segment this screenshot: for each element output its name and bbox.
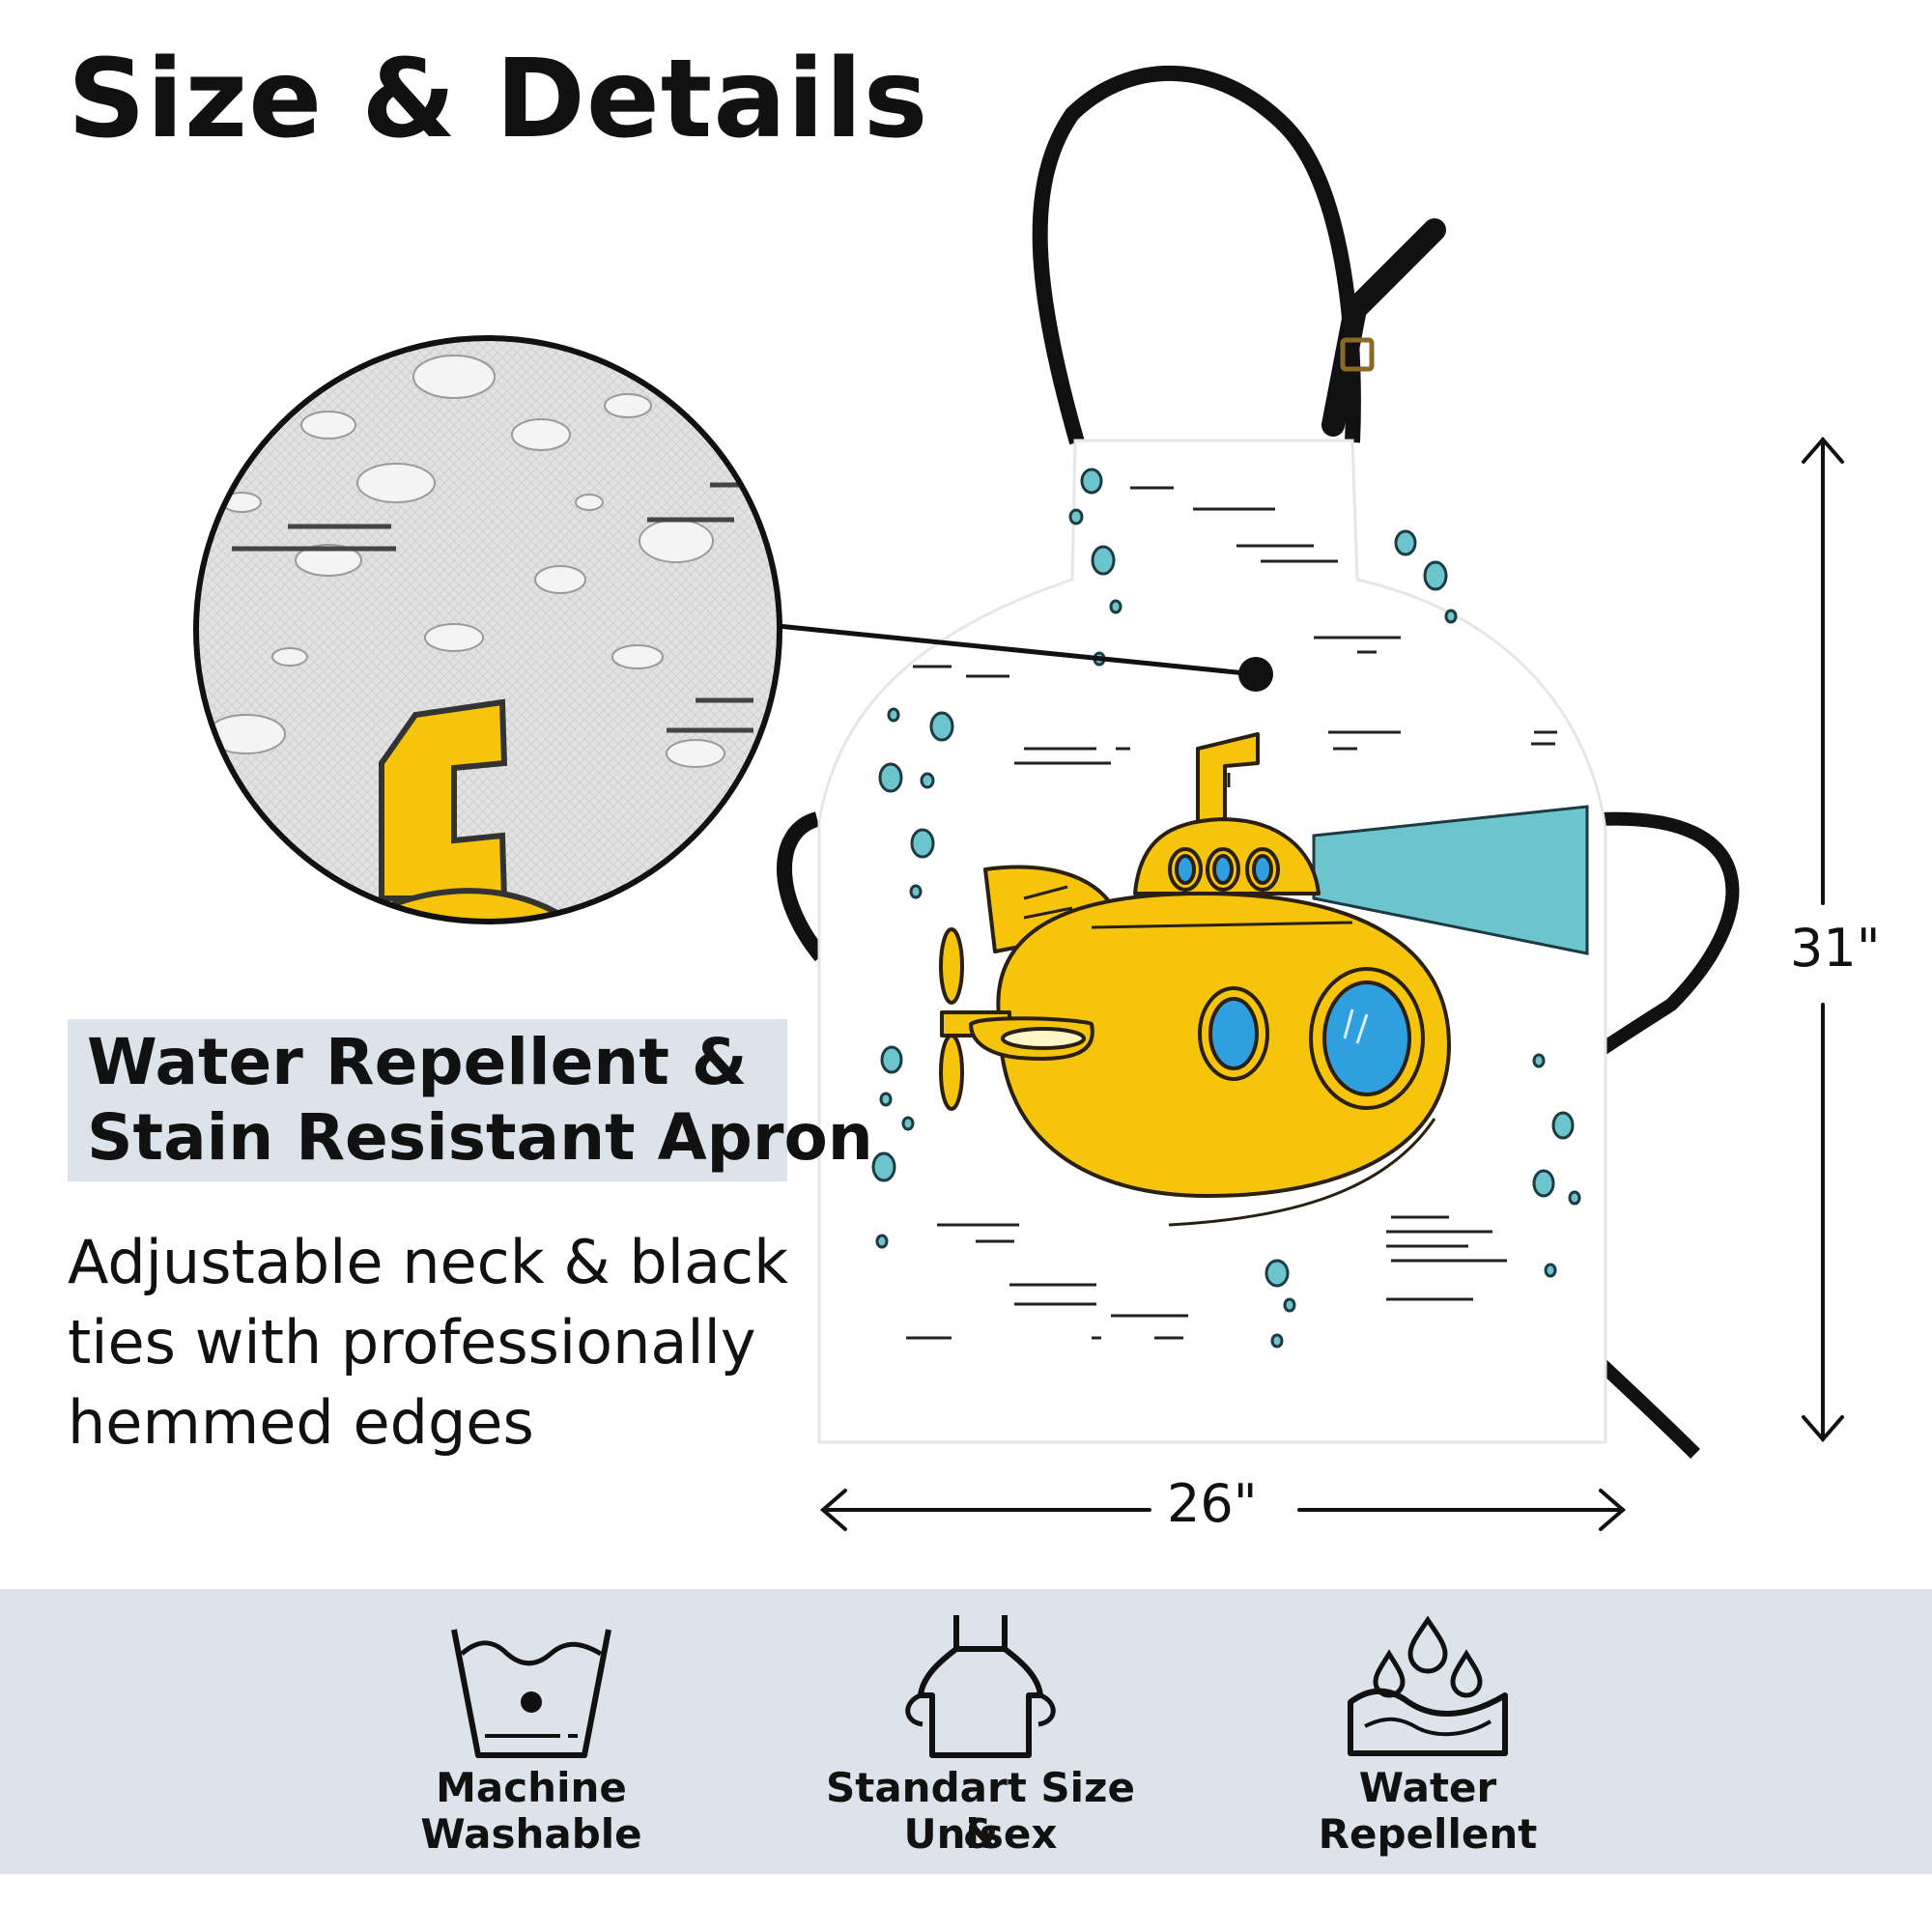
feature-label-line-2: Unisex (903, 1810, 1058, 1858)
feature-water-repellent: Water Repellent (1264, 1589, 1592, 1874)
bubble-group (871, 468, 1581, 1349)
feature-label-line-1: Water (1358, 1764, 1497, 1811)
apron-icon (905, 1615, 1056, 1758)
machine-wash-icon (451, 1629, 611, 1758)
fabric-zoom-detail (196, 338, 780, 922)
zoom-circle-border (193, 335, 782, 924)
zoom-pointer-line (777, 623, 1257, 677)
callout-line-2: Stain Resistant Apron (87, 1100, 873, 1175)
description-line-1: Adjustable neck & black (68, 1227, 788, 1297)
feature-callout: Water Repellent & Stain Resistant Apron (68, 1019, 873, 1181)
description-line-2: ties with professionally (68, 1307, 756, 1378)
feature-label-line-1: Standart Size & (826, 1764, 1135, 1858)
strap-buckle-icon (1340, 337, 1375, 372)
neck-strap (1032, 65, 1361, 445)
description-line-3: hemmed edges (68, 1387, 534, 1458)
water-drops-icon (1348, 1615, 1508, 1756)
left-waist-tie (777, 811, 828, 962)
water-current-lines (906, 486, 1557, 1340)
neck-strap-adjust (1321, 218, 1446, 437)
zoom-pointer-dot (1238, 657, 1273, 692)
apron-illustration (193, 65, 1844, 1531)
features-band: Machine Washable Standart Size & Unisex … (0, 1589, 1932, 1874)
width-dimension-label: 26" (1159, 1473, 1265, 1534)
width-arrow (819, 1489, 1627, 1531)
zoomed-periscope (379, 698, 508, 901)
feature-label-line-2: Washable (420, 1810, 642, 1858)
page-title: Size & Details (68, 37, 929, 162)
water-droplets (207, 355, 751, 768)
callout-line-1: Water Repellent & (87, 1025, 748, 1099)
feature-label-line-2: Repellent (1318, 1810, 1538, 1858)
feature-machine-washable: Machine Washable (367, 1589, 696, 1874)
feature-standard-size: Standart Size & Unisex (816, 1589, 1145, 1874)
height-dimension-label: 31" (1790, 910, 1881, 986)
height-arrow (1802, 436, 1844, 1443)
submarine-portholes (1168, 847, 1425, 1110)
feature-label-line-1: Machine (436, 1764, 627, 1811)
